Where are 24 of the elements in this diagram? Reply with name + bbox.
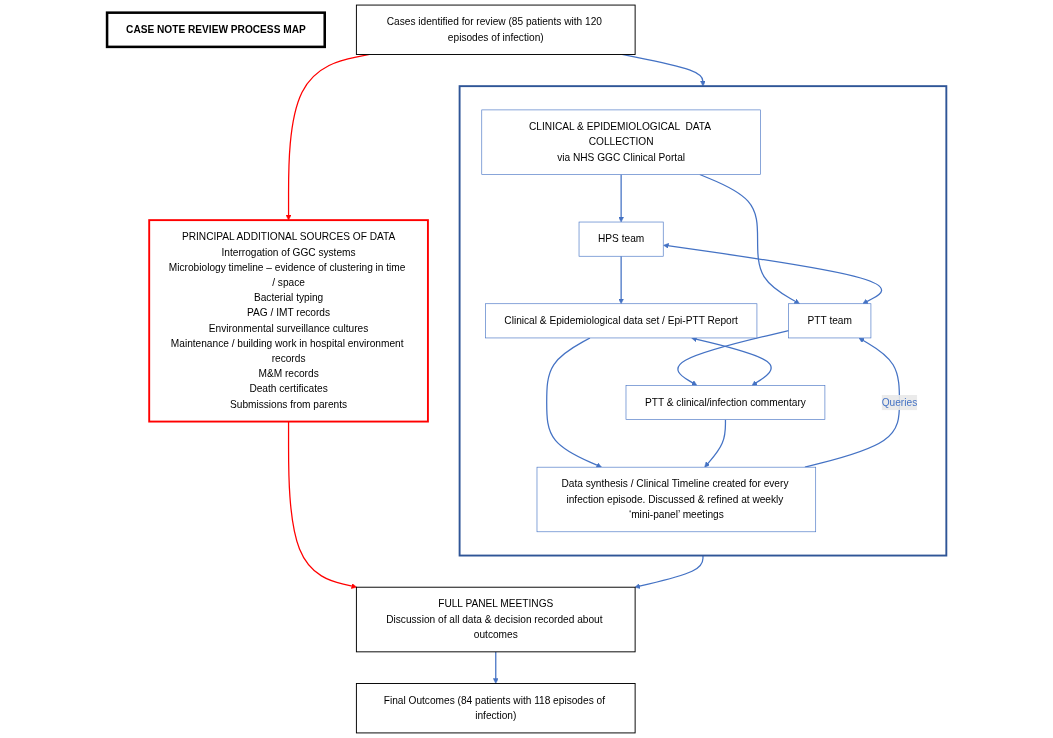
cluster [458,85,948,557]
node-box: CASE NOTE REVIEW PROCESS MAP [105,11,326,49]
node-box: PRINCIPAL ADDITIONAL SOURCES OF DATA Interrogation of GGC systems Microbiology timeline – evidence of clustering in time / space Bacterial typing PAG / IMT records Environmental surveillance cultures Maintenance / building work in hospital environment records M&M records Death certificates Submissions from parents [148,219,429,423]
arrow [663,243,882,304]
arrow [804,337,900,468]
node-box: FULL PANEL MEETINGS Discussion of all data & decision recorded about outcomes [355,586,636,653]
node-box: PTT team [788,303,872,339]
arrow [492,651,499,684]
node-box: CLINICAL & EPIDEMIOLOGICAL DATA COLLECTION via NHS GGC Clinical Portal [481,109,761,175]
arrow [704,419,726,468]
node-box: Clinical & Epidemiological data set / Epi-PTT Report [484,303,758,339]
edge-label: Queries [881,396,917,408]
node-box: PTT & clinical/infection commentary [625,385,826,420]
arrow [618,173,624,223]
arrow [691,336,772,386]
node-box: Data synthesis / Clinical Timeline created for every infection episode. Discussed & refined at weekly ‘mini-panel’ meetings [536,466,816,533]
arrow [677,329,790,386]
node-box: HPS team [578,221,664,257]
node-box: Final Outcomes (84 patients with 118 episodes of infection) [355,683,636,734]
arrow [545,337,602,468]
node-box: Cases identified for review (85 patients with 120 episodes of infection) [355,4,636,55]
arrow [634,554,704,589]
arrow [618,255,624,304]
arrow [287,420,357,589]
